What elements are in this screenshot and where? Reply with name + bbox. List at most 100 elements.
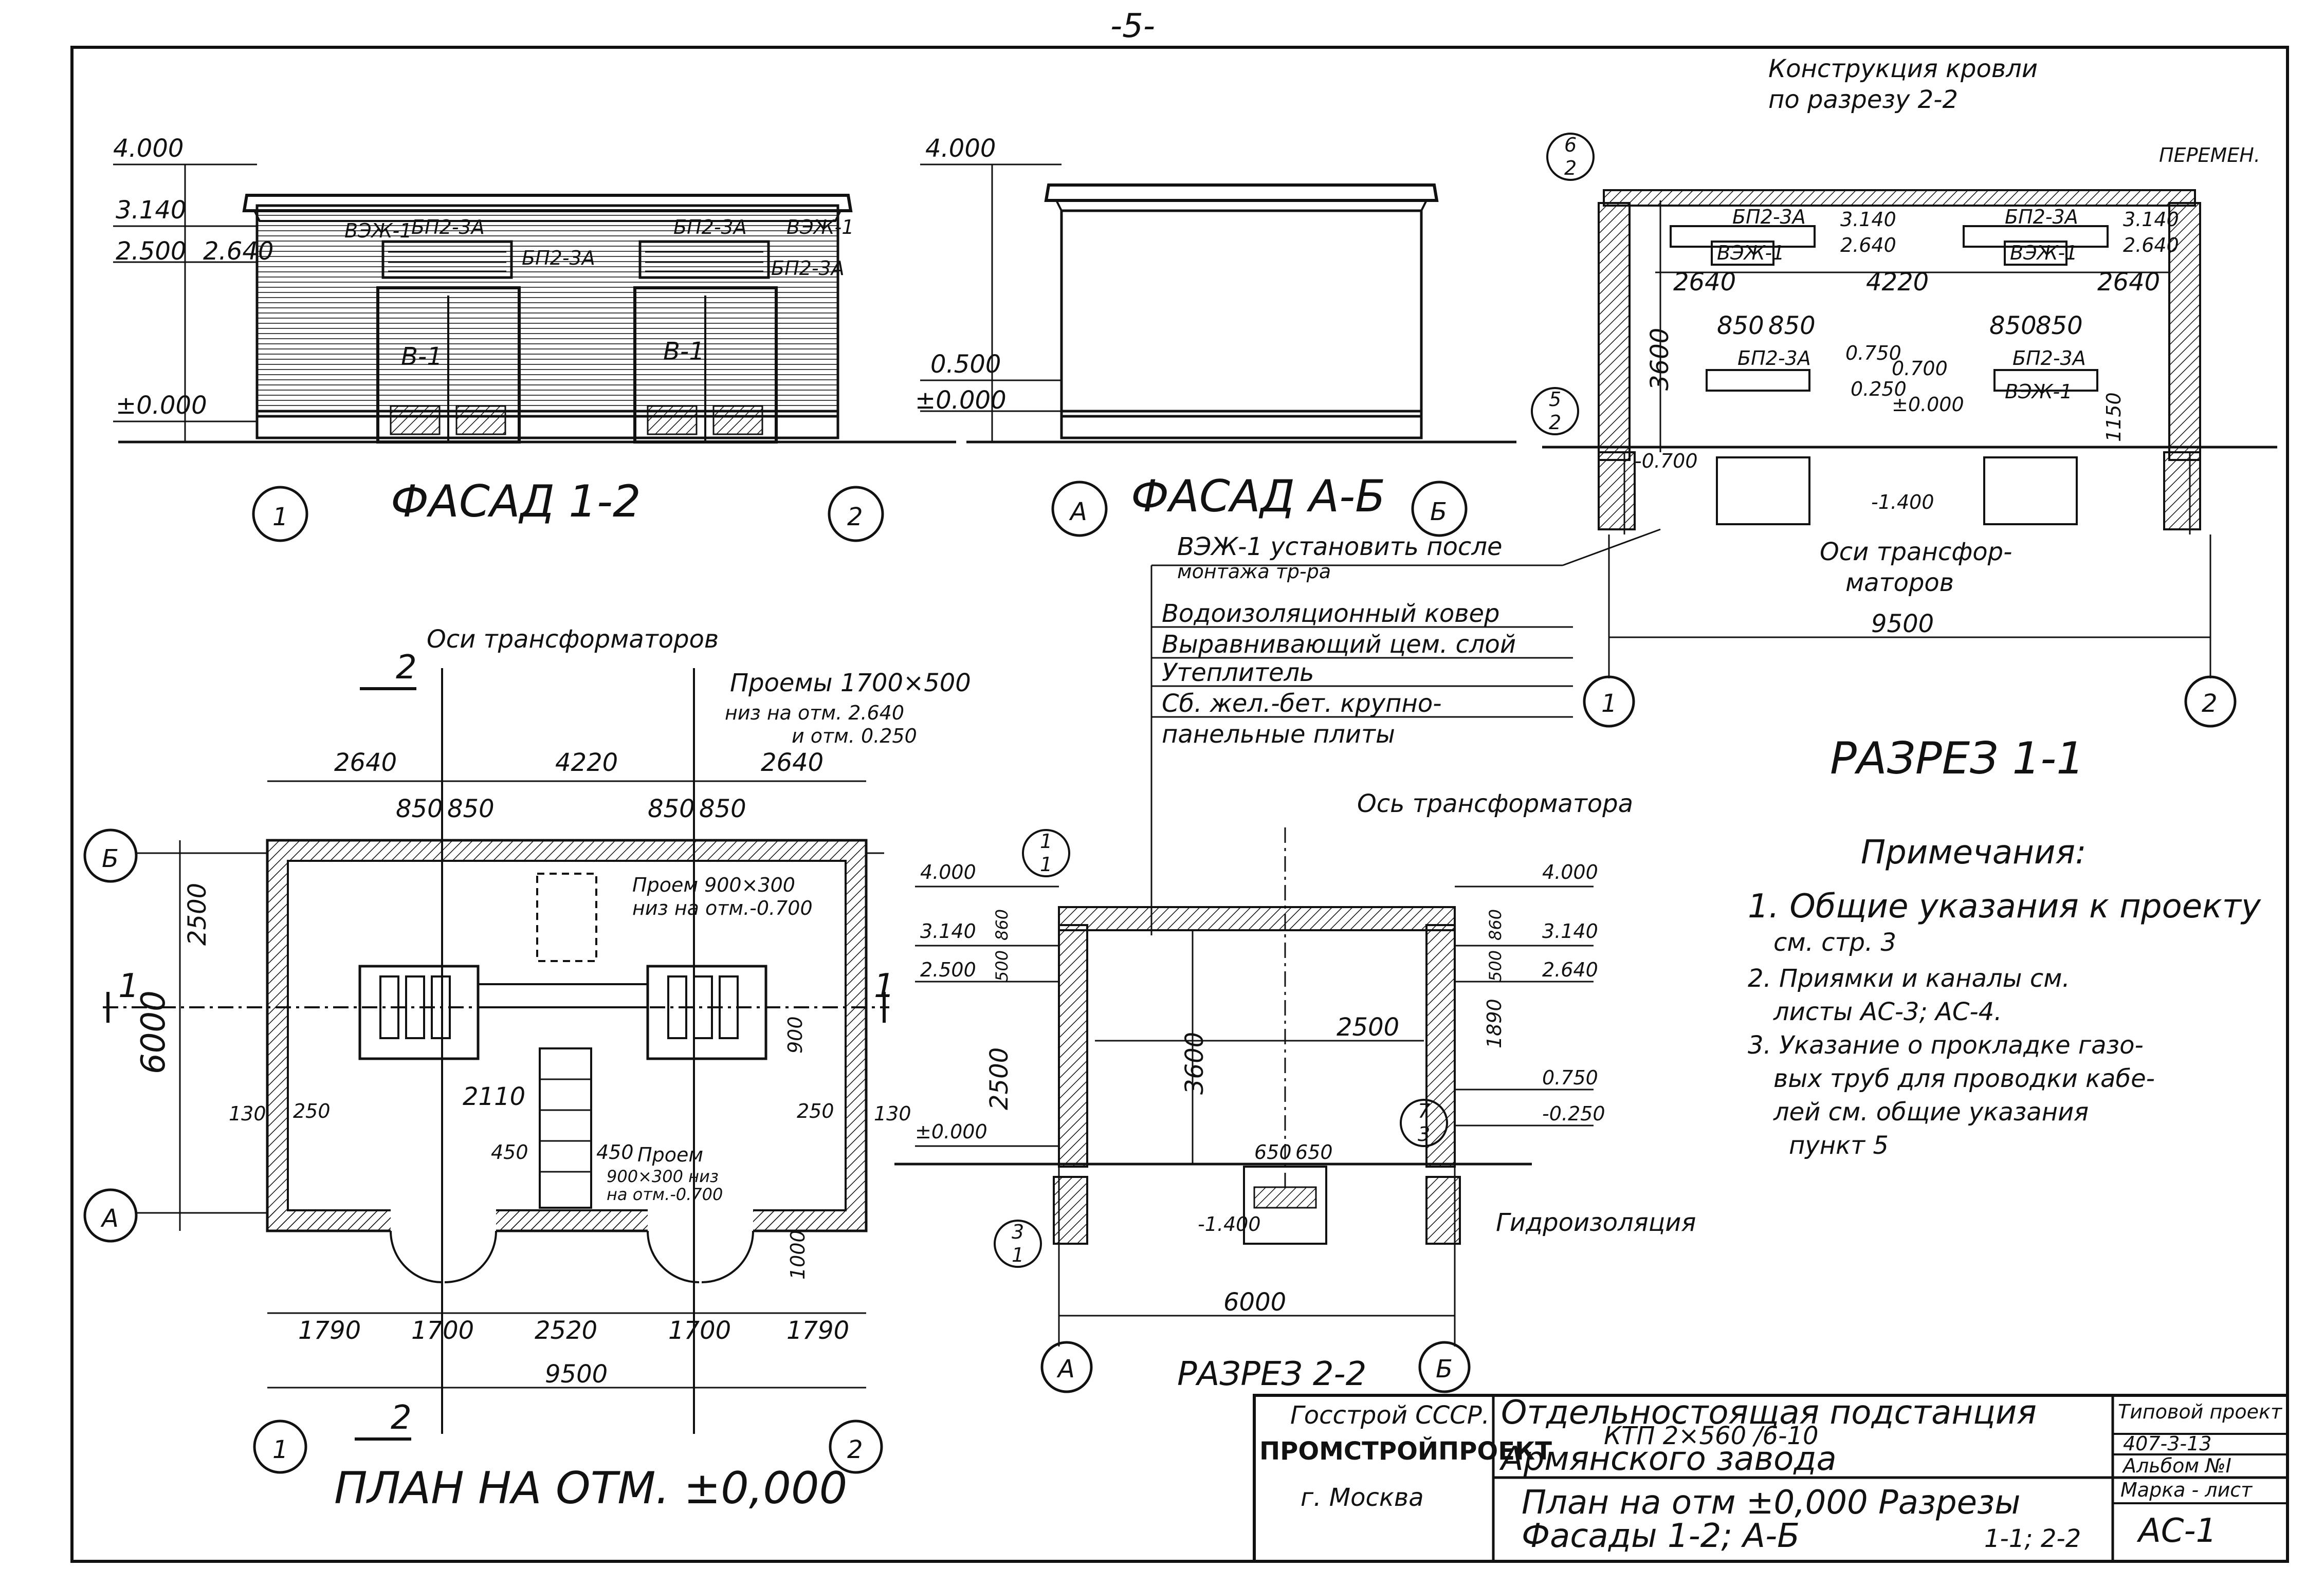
facade-12-level-3140: 3.140 [116,196,186,225]
plan-dim-900: 900 [784,1016,807,1054]
section-22-marker-31-bot: 1 [1012,1244,1024,1266]
note-1b: см. стр. 3 [1773,928,1896,957]
plan-dim-2110: 2110 [463,1082,525,1111]
section-22-dim-860-l: 860 [992,909,1012,940]
section-22-level-3140-l: 3.140 [920,920,976,943]
section-22-dim-500-r: 500 [1486,950,1505,982]
section-11-dim-2640-l: 2640 [1673,268,1736,297]
section-22-dim-860-r: 860 [1486,909,1505,940]
facade-ab-axis-A [1051,481,1108,537]
plan-cut-2-top: 2 [396,649,417,687]
section-11-roof-label-1: Конструкция кровли [1768,54,2038,83]
facade-ab-level-0500: 0.500 [930,350,1001,379]
plan-dim-1000: 1000 [786,1230,809,1280]
section-11-marker-52-top: 5 [1549,388,1561,411]
section-22-marker-73-top: 7 [1418,1100,1430,1122]
section-22-dim-2500-l: 2500 [985,1047,1014,1110]
facade-12-bp23a-left: БП2-3А [411,216,485,238]
facade-12-vzh1-right: ВЭЖ-1 [786,216,854,238]
facade-12-vzh1-left: ВЭЖ-1 [344,219,412,242]
section-11-bp23a-ro: БП2-3А [2012,347,2086,370]
plan-dim-6000: 6000 [135,990,173,1074]
section-11-level-2640-r: 2.640 [2123,234,2179,256]
section-11-axes-tr-1: Оси трансфор- [1820,538,2012,566]
section-22-level-m1400: -1.400 [1198,1213,1261,1235]
section-22-axis-B-label: Б [1436,1355,1453,1384]
plan-opening-b-2: 900×300 низ [607,1167,719,1186]
section-22-level-4000-r: 4.000 [1542,861,1598,883]
plan-axis-1-label: 1 [272,1435,288,1464]
section-11-dim-850-a: 850 [1717,311,1764,340]
section-11-marker-52-bot: 2 [1549,411,1561,434]
roof-layer-1: Водоизоляционный ковер [1162,599,1500,628]
section-22-marker-11 [1022,829,1070,877]
roof-layer-4: Сб. жел.-бет. крупно- [1162,689,1442,718]
tb-series-2: 407-3-13 [2123,1432,2211,1455]
note-3d: пункт 5 [1789,1131,1889,1160]
section-22-axis-A-label: А [1056,1355,1075,1384]
note-3a: 3. Указание о прокладке газо- [1748,1031,2144,1060]
section-22 [894,827,1594,1347]
section-22-dim-2500-c: 2500 [1337,1013,1399,1042]
notes-heading: Примечания: [1861,834,2087,872]
plan-dim-9500: 9500 [545,1360,608,1389]
tb-org-2: ПРОМСТРОЙПРОЕКТ [1259,1436,1552,1466]
section-22-marker-73-bot: 3 [1418,1123,1430,1146]
plan-dim-2640-l: 2640 [334,748,397,777]
section-22-level-3140-r: 3.140 [1542,920,1598,943]
sheet-frame [70,46,2289,1563]
section-22-level-0750-r: 0.750 [1542,1066,1598,1089]
facade-12-bp23a-right2: БП2-3А [771,257,845,280]
section-22-marker-31-top: 3 [1012,1221,1024,1243]
section-11-level-2640: 2.640 [1840,234,1896,256]
section-11-title: РАЗРЕЗ 1-1 [1830,733,2084,784]
plan-dim-2640-r: 2640 [761,748,824,777]
tb-content-2: Фасады 1-2; А-Б [1522,1517,1800,1555]
section-11-dim-9500: 9500 [1871,610,1934,638]
section-11-dim-2640-r: 2640 [2097,268,2160,297]
note-3b: вых труб для проводки кабе- [1773,1064,2155,1093]
facade-12-level-2500: 2.500 [116,237,186,266]
plan-title: ПЛАН НА ОТМ. ±0,000 [334,1463,847,1514]
section-11-axis-2 [2184,675,2237,728]
tb-content-1: План на отм ±0,000 Разрезы [1522,1484,2021,1522]
plan-dim-4220: 4220 [555,748,618,777]
section-11-level-0000: ±0.000 [1892,393,1964,416]
facade-12-door-right: В-1 [663,337,705,366]
roof-layers-leader [1150,528,1661,935]
section-22-title: РАЗРЕЗ 2-2 [1177,1355,1366,1393]
tb-series-1: Типовой проект [2118,1400,2283,1423]
plan-openings-2: низ на отм. 2.640 [725,702,904,724]
roof-layer-5: панельные плиты [1162,720,1395,749]
plan-dim-1700-r: 1700 [668,1316,731,1345]
section-22-marker-31 [994,1220,1042,1268]
section-22-axis-B [1418,1341,1471,1393]
section-11-level-m0700: -0.700 [1635,450,1698,472]
page-number: -5- [1110,7,1155,45]
facade-12 [113,163,956,444]
section-11-dim-4220: 4220 [1866,268,1929,297]
tb-content-3: 1-1; 2-2 [1984,1524,2081,1553]
section-22-dim-1890: 1890 [1483,999,1506,1048]
section-11-marker-62-top: 6 [1564,134,1577,156]
section-22-level-4000-l: 4.000 [920,861,976,883]
facade-12-level-4000: 4.000 [113,134,184,163]
facade-12-axis-2 [828,486,884,542]
plan-dim-2500: 2500 [183,883,212,946]
section-11-marker-62-bot: 2 [1564,157,1577,179]
tb-sheet-code: АС-1 [2136,1512,2217,1550]
section-11-axis-1-label: 1 [1601,689,1617,718]
plan-dim-130-r: 130 [874,1102,911,1125]
facade-12-axis-1-label: 1 [272,503,288,531]
section-11-peremen: ПЕРЕМЕН. [2159,144,2260,167]
plan-dim-450-r: 450 [596,1141,634,1164]
section-11-dim-1150: 1150 [2102,392,2125,442]
section-11-dim-850-d: 850 [2036,311,2083,340]
plan-axis-2-label: 2 [847,1435,863,1464]
section-11 [1542,189,2277,678]
section-11-roof-label-2: по разрезу 2-2 [1768,85,1958,114]
note-1a: 1. Общие указания к проекту [1748,888,2261,926]
section-11-vzh-l: ВЭЖ-1 [1717,242,1784,264]
facade-12-title: ФАСАД 1-2 [391,476,641,527]
section-11-level-0750: 0.750 [1845,342,1901,364]
